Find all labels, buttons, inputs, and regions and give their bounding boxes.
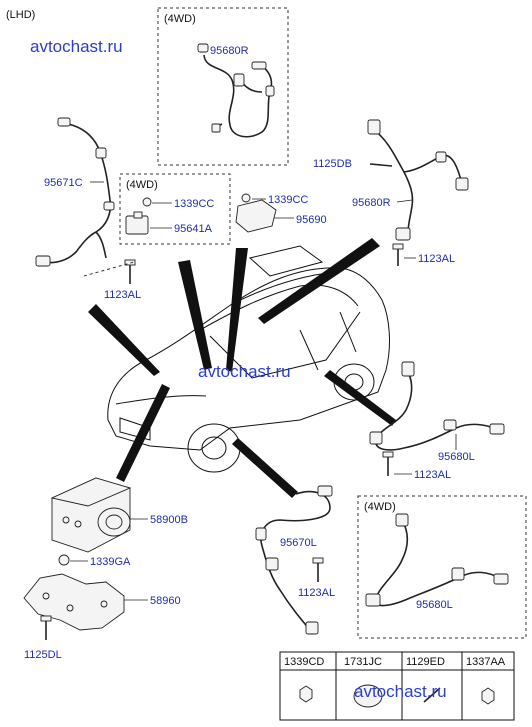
label-1123AL-mid: 1123AL xyxy=(414,469,451,481)
bolt-1123AL-left xyxy=(124,259,136,284)
label-1123AL-left: 1123AL xyxy=(104,289,141,301)
label-95670L: 95670L xyxy=(280,537,317,549)
vehicle-illustration xyxy=(107,245,390,473)
label-95680R-right: 95680R xyxy=(352,197,391,209)
pointer-wedge-4 xyxy=(258,238,380,324)
pointer-wedge-6 xyxy=(324,370,396,426)
group-box-4wd-left xyxy=(119,173,231,245)
label-95680L-4wd: 95680L xyxy=(416,599,453,611)
group-label-4wd-bottom: (4WD) xyxy=(364,501,396,513)
bolt-1123AL-right xyxy=(392,243,404,266)
wheel-speed-sensor-rear-right-4wd xyxy=(197,43,275,138)
pointer-wedge-3 xyxy=(226,248,248,372)
watermark-top: avtochast.ru xyxy=(30,37,123,56)
label-58900B: 58900B xyxy=(150,514,188,526)
wheel-speed-sensor-95680L xyxy=(369,361,505,451)
watermark-bottom: avtochast.ru xyxy=(354,682,447,701)
bolt-1129ED xyxy=(423,687,441,703)
label-95690: 95690 xyxy=(296,214,327,226)
pointer-wedge-5 xyxy=(116,384,170,482)
abs-hydraulic-module-58900B xyxy=(50,477,132,553)
acceleration-sensor-95641A xyxy=(125,211,149,235)
bolt-1123AL-bottom xyxy=(312,557,324,582)
yaw-rate-sensor-95690 xyxy=(235,193,277,233)
pointer-wedge-1 xyxy=(88,304,160,376)
label-1339GA: 1339GA xyxy=(90,556,131,568)
label-95671C: 95671C xyxy=(44,177,83,189)
label-58960: 58960 xyxy=(150,595,181,607)
label-95641A: 95641A xyxy=(174,223,213,235)
label-95680L: 95680L xyxy=(438,451,475,463)
table-header-1731JC: 1731JC xyxy=(344,656,382,668)
watermark-middle: avtochast.ru xyxy=(198,362,291,381)
bolt-1123AL-mid xyxy=(382,451,394,476)
label-1339CC-a: 1339CC xyxy=(174,198,214,210)
leader-95680R-right xyxy=(396,199,413,203)
wheel-speed-sensor-95680R xyxy=(367,119,469,241)
nut-1339CD xyxy=(299,685,313,703)
dashed-leader-left xyxy=(83,261,135,277)
label-1123AL-bottom: 1123AL xyxy=(298,587,335,599)
variant-label: (LHD) xyxy=(6,9,35,21)
wheel-speed-sensor-95670L xyxy=(255,485,333,635)
wheel-speed-sensor-95680L-4wd xyxy=(365,513,509,607)
label-1339CC-b: 1339CC xyxy=(268,194,308,206)
bolt-1125DL xyxy=(40,615,52,640)
table-header-1339CD: 1339CD xyxy=(284,656,324,668)
bolt-1125DB xyxy=(369,163,393,167)
parts-table: 1339CD 1731JC 1129ED 1337AA xyxy=(279,651,515,721)
label-1125DL: 1125DL xyxy=(24,649,62,661)
plug-1731JC xyxy=(353,684,383,708)
label-95680R-top: 95680R xyxy=(210,45,249,57)
bolt-1339CC-a xyxy=(142,197,152,207)
group-label-4wd-top: (4WD) xyxy=(164,13,196,25)
label-1123AL-right: 1123AL xyxy=(418,253,455,265)
pointer-wedge-2 xyxy=(178,260,212,370)
wheel-speed-sensor-95671C xyxy=(35,117,115,267)
group-label-4wd-left: (4WD) xyxy=(126,179,158,191)
abs-bracket-58960 xyxy=(23,573,125,631)
nut-1337AA xyxy=(481,687,495,705)
nut-1339GA xyxy=(58,554,70,566)
label-1125DB: 1125DB xyxy=(313,158,352,170)
table-header-1129ED: 1129ED xyxy=(406,656,445,668)
group-box-4wd-bottom xyxy=(357,495,527,639)
pointer-wedge-7 xyxy=(232,438,298,498)
table-header-1337AA: 1337AA xyxy=(466,656,506,668)
